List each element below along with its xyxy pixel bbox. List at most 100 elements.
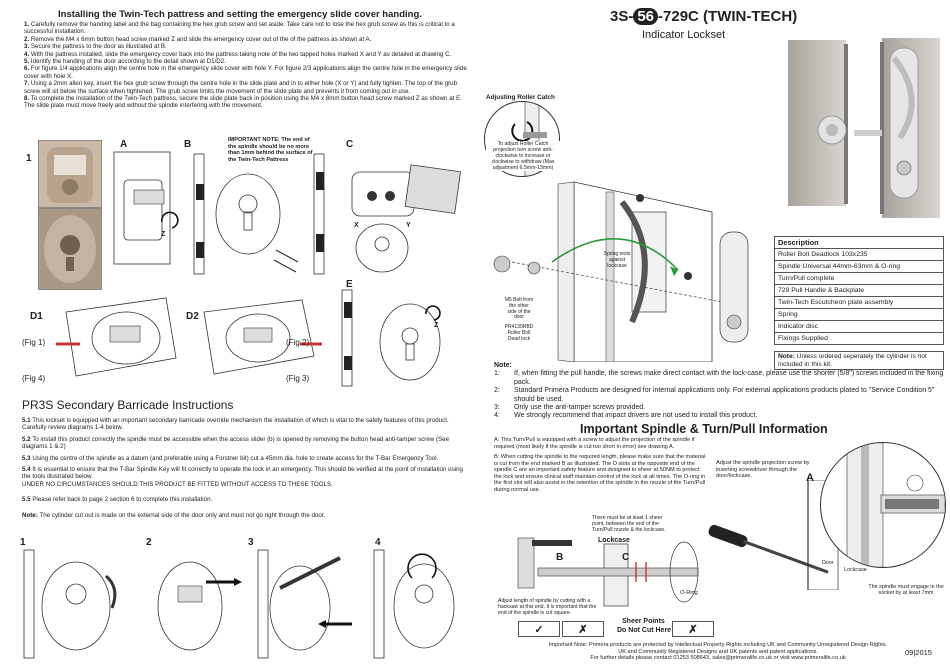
- photo-pattress-back: [38, 208, 102, 290]
- drawing-a: [112, 150, 188, 268]
- step-1: 1. Carefully remove the handing label an…: [24, 21, 455, 36]
- pr3s-para-1: 5.1 This lockset is equipped with an imp…: [22, 417, 449, 432]
- fig-label-fig1: (Fig 1): [22, 338, 46, 347]
- screwdriver-drawing: [708, 479, 858, 591]
- spindle-label-lockcase: Lockcase: [598, 537, 630, 544]
- sheer-points-label: Sheer Points: [622, 618, 665, 625]
- pr3s-para-5: 5.5 Please refer back to page 2 section …: [22, 496, 213, 504]
- step-8: 8. To complete the installation of the T…: [24, 95, 462, 110]
- label-engage: The spindle must engage in the socket by…: [868, 584, 944, 597]
- fig-label-z2: Z: [434, 322, 439, 329]
- fig-label-fig3: (Fig 3): [286, 374, 310, 383]
- sheer-wrong-box: ✗: [672, 621, 714, 637]
- tick-icon: ✓: [534, 623, 544, 636]
- note-item-3: 3:Only use the anti-tamper screws provid…: [494, 404, 646, 412]
- spindle-title: Important Spindle & Turn/Pull Informatio…: [580, 422, 828, 436]
- spindle-label-c: C: [622, 552, 630, 563]
- diagram-1: [20, 548, 132, 660]
- product-code-badge: 56: [633, 8, 659, 25]
- cut-wrong-box: ✗: [562, 621, 604, 637]
- diagram-1-number: 1: [20, 537, 26, 548]
- diagram-4: [372, 548, 472, 660]
- fig-label-fig2: (Fig 2): [286, 338, 310, 347]
- spindle-text: A: This Turn/Pull is equipped with a scr…: [494, 437, 708, 493]
- fig-label-b: B: [184, 139, 192, 150]
- spindle-right-note: Adjust the spindle projection screw by i…: [716, 460, 810, 479]
- notes-label: Note:: [494, 362, 512, 369]
- diagram-2: [146, 548, 248, 660]
- fig-label-c: C: [346, 139, 354, 150]
- pr3s-para-3: 5.3 Using the centre of the spindle as a…: [22, 454, 439, 462]
- step-4: 4. With the pattress installed, slide th…: [24, 50, 452, 58]
- socket-circle: [820, 442, 946, 568]
- step-6: 6. For figure 1/4 applications align the…: [24, 65, 467, 80]
- step-7: 7. Using a 2mm allen key, insert the hex…: [24, 80, 458, 95]
- notes-block: Note: 1:If, when fitting the pull handle…: [494, 362, 944, 421]
- note-item-1: 1:If, when fitting the pull handle, the …: [494, 370, 944, 386]
- hacksaw-note: Adjust length of spindle by cutting with…: [498, 598, 597, 616]
- label-m5-bolt: M5 Bolt from the other side of the door: [504, 297, 534, 321]
- diagram-2-number: 2: [146, 537, 152, 548]
- description-table-box: Description Roller Bolt Deadlock 103x235…: [774, 236, 944, 371]
- description-row: Spring: [774, 308, 944, 321]
- drawing-e: [338, 286, 468, 390]
- spindle-para-b: B: When cutting the spindle to the requi…: [494, 454, 706, 493]
- pr3s-warning: UNDER NO CIRCUMSTANCES SHOULD THIS PRODU…: [22, 480, 333, 488]
- fig-label-z1: Z: [161, 231, 166, 238]
- do-not-cut-label: Do Not Cut Here: [617, 627, 672, 634]
- fig-label-e: E: [346, 279, 353, 290]
- footer-line-2: UK and Community Registered Designs and …: [618, 648, 818, 655]
- step-2: 2. Remove the M4 x 6mm button head screw…: [24, 35, 372, 43]
- note-item-4: 4:We strongly recommend that impact driv…: [494, 412, 758, 420]
- fig-label-y: Y: [406, 222, 411, 229]
- cut-ok-box: ✓: [518, 621, 560, 637]
- drawing-d2: [196, 292, 322, 388]
- fig-label-1: 1: [26, 153, 32, 164]
- sheer-point-note: There must be at least 1 sheer point, be…: [592, 515, 666, 533]
- roller-catch-note: To adjust Roller Catch projection turn s…: [486, 141, 560, 171]
- description-row: Twin-Tech Escutcheon plate assembly: [774, 296, 944, 309]
- label-oring: O-Ring: [680, 590, 698, 596]
- diagram-4-number: 4: [375, 537, 381, 548]
- description-row: Indicator disc: [774, 320, 944, 333]
- spindle-label-b: B: [556, 552, 564, 563]
- pr3s-para-4: 5.4 It is essential to ensure that the T…: [22, 466, 463, 481]
- cross-icon: ✗: [578, 623, 588, 636]
- product-photo: [786, 28, 944, 226]
- drawing-c: [312, 150, 468, 278]
- description-header: Description: [774, 236, 944, 249]
- fig-label-d1: D1: [30, 311, 43, 322]
- description-row: 729 Pull Handle & Backplate: [774, 284, 944, 297]
- label-spring-rests: Spring rests against lockcase: [603, 251, 631, 269]
- description-row: Turn/Pull complete: [774, 272, 944, 285]
- description-row: Spindle Universal 44mm-63mm & O-ring: [774, 260, 944, 273]
- description-row: Roller Bolt Deadlock 103x235: [774, 248, 944, 261]
- exploded-view: [482, 172, 772, 363]
- description-table: Description Roller Bolt Deadlock 103x235…: [774, 236, 944, 345]
- fig-label-d2: D2: [186, 311, 199, 322]
- pr3s-para-2: 5.2 To install this product correctly th…: [22, 435, 450, 451]
- label-lockcase-right: Lockcase: [844, 567, 867, 573]
- pr3s-note: Note: The cylinder cut out is made on th…: [22, 511, 326, 519]
- spindle-label-a: A: [806, 472, 814, 484]
- photo-pattress: [38, 140, 102, 208]
- footer-line-1: Important Note: Primera products are pro…: [548, 642, 888, 648]
- description-row: Fixings Supplied: [774, 332, 944, 345]
- install-title: Installing the Twin-Tech pattress and se…: [58, 9, 422, 20]
- important-note-box: IMPORTANT NOTE: The end of the spindle s…: [228, 137, 316, 163]
- product-subtitle: Indicator Lockset: [642, 29, 726, 41]
- cross-icon: ✗: [688, 623, 698, 636]
- install-steps: 1. Carefully remove the handing label an…: [24, 21, 472, 110]
- fig-label-fig4: (Fig 4): [22, 374, 46, 383]
- footer-date: 09|2015: [905, 648, 932, 657]
- step-5: 5. Identify the handing of the door acco…: [24, 58, 226, 66]
- diagram-3: [256, 548, 368, 660]
- product-code: 3S-56-729C (TWIN-TECH): [610, 8, 798, 25]
- drawing-b: [190, 150, 302, 278]
- drawing-d1: [56, 292, 184, 388]
- label-pr4130rbd: PR4130RBD Roller Bolt Dead lock: [504, 324, 534, 342]
- fig-label-x: X: [354, 222, 359, 229]
- footer: Important Note: Primera products are pro…: [500, 642, 936, 662]
- footer-line-3: For further details please contact 01253…: [590, 655, 846, 662]
- label-door: Door: [822, 560, 834, 566]
